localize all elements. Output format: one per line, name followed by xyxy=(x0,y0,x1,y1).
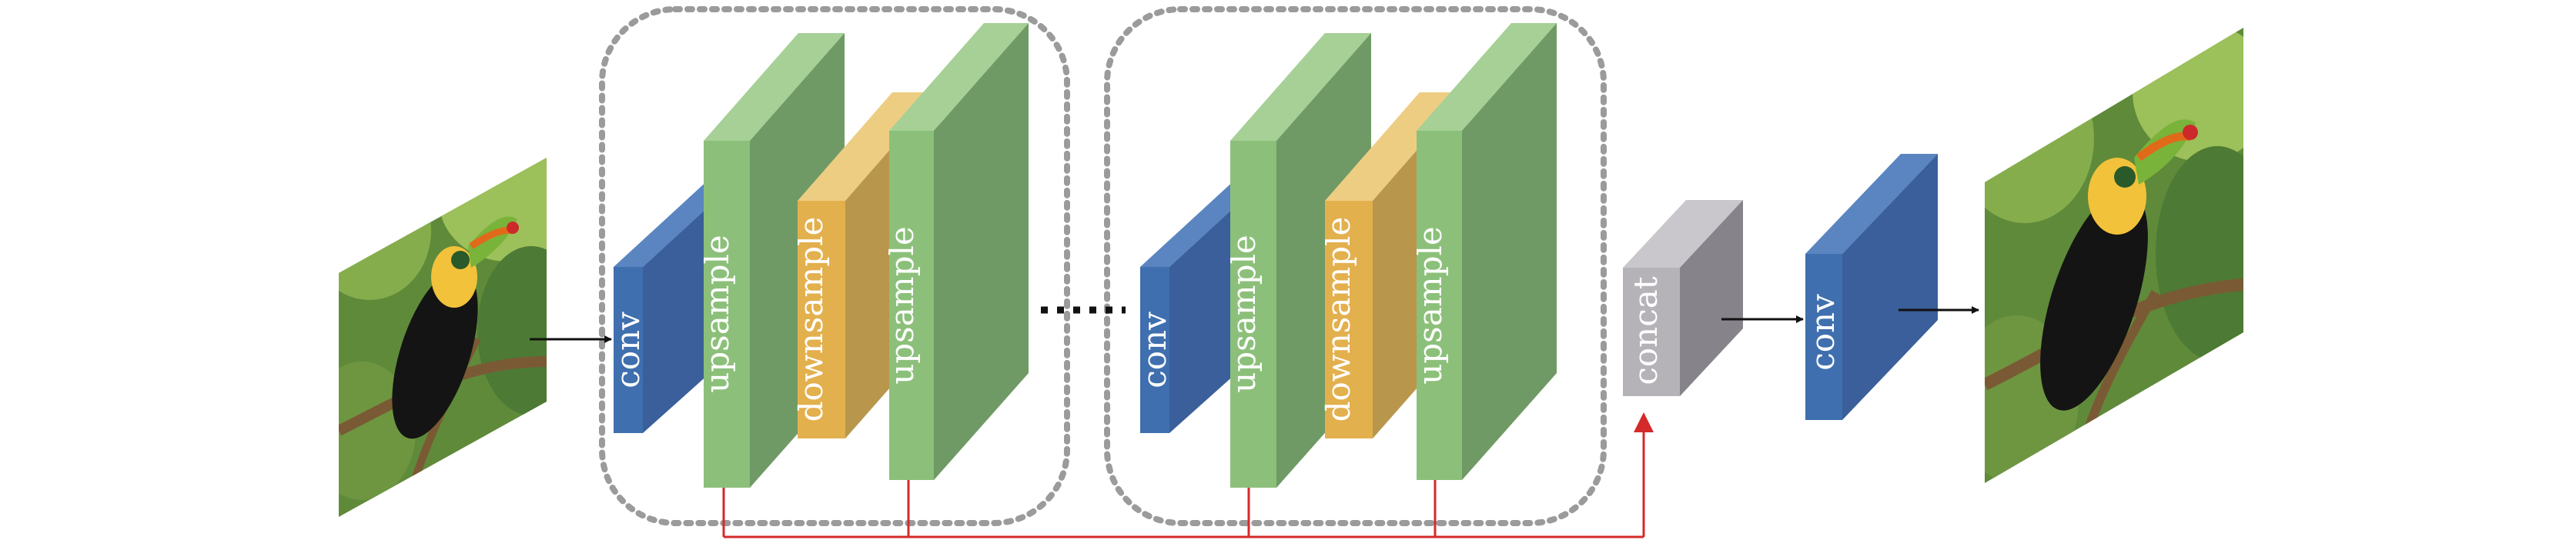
concat-label: concat xyxy=(1627,276,1664,385)
downsample-label-1: downsample xyxy=(792,217,830,422)
conv-block-3: conv xyxy=(1804,154,1938,420)
group-box-1 xyxy=(599,6,1070,526)
upsample-label-3: upsample xyxy=(1225,235,1263,393)
skip-connections xyxy=(722,412,1654,538)
output-image xyxy=(1985,28,2243,483)
concat-block: concat xyxy=(1623,200,1743,396)
conv-label-2: conv xyxy=(1136,312,1173,388)
group-box-2 xyxy=(1104,6,1607,526)
upsample-label-1: upsample xyxy=(698,235,736,393)
upsample-label-2: upsample xyxy=(883,226,921,385)
conv-label-3: conv xyxy=(1804,294,1842,371)
upsample-block-4: upsample xyxy=(1411,23,1557,480)
upsample-label-4: upsample xyxy=(1411,226,1449,385)
upsample-block-2: upsample xyxy=(883,23,1029,480)
input-image xyxy=(339,158,547,517)
conv-label-1: conv xyxy=(609,312,647,388)
downsample-label-2: downsample xyxy=(1320,217,1357,422)
